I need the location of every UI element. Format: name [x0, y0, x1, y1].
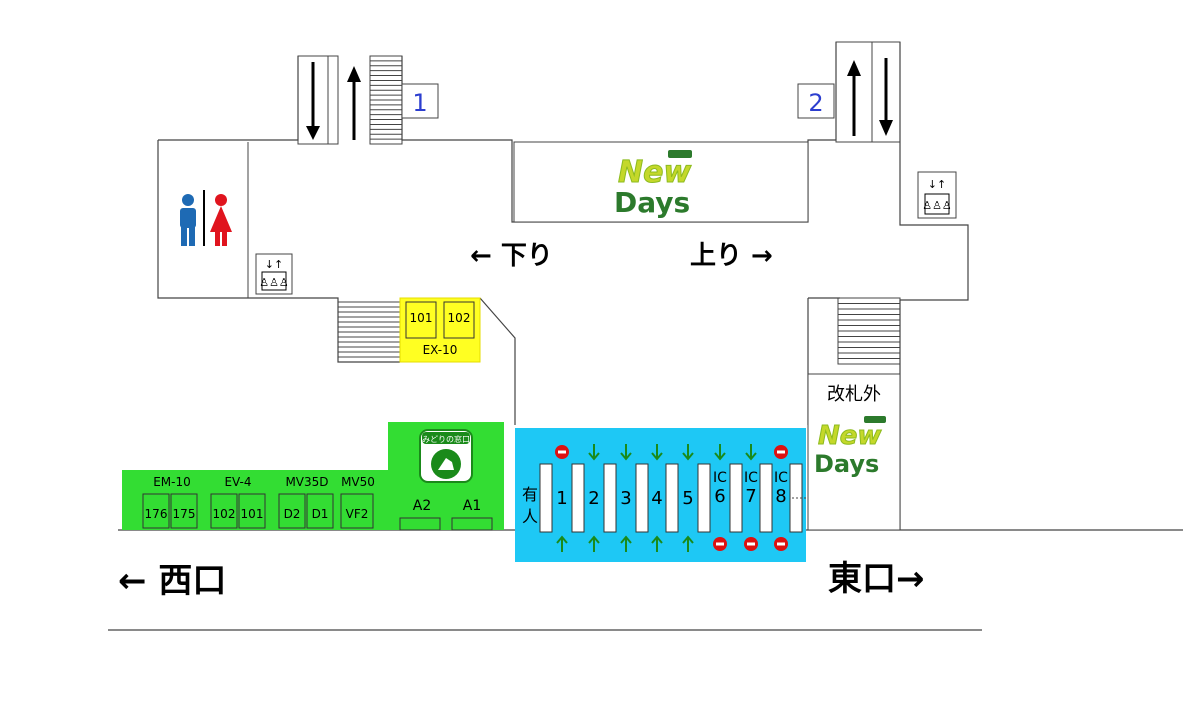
down-arrow-icon — [714, 444, 726, 461]
newdays-east-store — [807, 373, 901, 531]
newdays-logo-days: Days — [614, 186, 690, 219]
svg-text:♙♙♙: ♙♙♙ — [922, 199, 952, 212]
gate-number: 5 — [682, 488, 693, 509]
escalator-left — [297, 55, 361, 145]
gate-number: 4 — [651, 488, 662, 509]
machine-mv35d-label: MV35D — [285, 475, 328, 489]
ex10-unit-101: 101 — [410, 311, 433, 325]
gate-barrier — [697, 463, 711, 533]
machine-unit: D1 — [312, 507, 329, 521]
newdays-east-days: Days — [814, 450, 879, 478]
elevator-icon: ↓↑ ♙♙♙ — [917, 171, 957, 219]
down-arrow-icon — [588, 444, 600, 461]
gate-barrier — [603, 463, 617, 533]
escalator-down-arrow-icon — [306, 62, 320, 140]
machine-unit: D2 — [284, 507, 301, 521]
gate-number: 2 — [588, 488, 599, 509]
midori-window-a2: A2 — [413, 498, 431, 514]
elevator-icon: ↓↑ ♙♙♙ — [255, 253, 293, 295]
newdays-east-new: New — [818, 421, 882, 451]
gate-number: 3 — [620, 488, 631, 509]
stairs-icon — [369, 55, 403, 145]
midori-window-a1: A1 — [463, 498, 481, 514]
machine-unit: 175 — [173, 507, 196, 521]
ex10-title: EX-10 — [423, 343, 458, 357]
machine-unit: VF2 — [346, 507, 369, 521]
up-arrow-icon — [682, 535, 694, 552]
west-exit-label: ← 西口 — [118, 561, 226, 601]
svg-text:↓↑: ↓↑ — [265, 258, 283, 271]
gate-number: 6 — [714, 486, 725, 507]
escalator-right — [835, 41, 901, 143]
gate-barrier — [665, 463, 679, 533]
stairs-icon — [337, 301, 401, 363]
ex10-machine-area: 101 102 EX-10 — [399, 297, 481, 363]
train-icon — [668, 150, 692, 158]
up-arrow-icon — [588, 535, 600, 552]
escalator-down-arrow-icon — [879, 58, 893, 136]
down-arrow-icon — [620, 444, 632, 461]
exit-1-label: 1 — [412, 89, 427, 117]
midori-ticket-office: みどりの窓口 A2 A1 — [399, 429, 493, 531]
gate-number: 1 — [556, 488, 567, 509]
gate-ic-label: IC — [744, 470, 758, 486]
exit-2-sign — [797, 83, 835, 119]
escalator-up-arrow-icon — [347, 66, 361, 140]
escalator-up-arrow-icon — [847, 60, 861, 136]
east-exit-label: 東口→ — [828, 559, 925, 599]
newdays-logo: New Days — [614, 150, 692, 219]
staffed-gate-label-2: 人 — [522, 507, 538, 526]
gate-barrier — [571, 463, 585, 533]
machine-mv50-label: MV50 — [341, 475, 375, 489]
midori-label: みどりの窓口 — [422, 434, 470, 444]
exit-2-label: 2 — [808, 89, 823, 117]
toilet-icon — [180, 190, 232, 246]
newdays-top-store — [513, 141, 809, 223]
ex10-unit-102: 102 — [448, 311, 471, 325]
newdays-logo-new: New — [618, 155, 691, 190]
train-icon — [864, 416, 886, 423]
gate-ic-label: IC — [713, 470, 727, 486]
stairs-icon — [837, 297, 901, 365]
down-arrow-icon — [745, 444, 757, 461]
svg-text:♙♙♙: ♙♙♙ — [259, 276, 289, 289]
machine-unit: 101 — [241, 507, 264, 521]
direction-down: ← 下り — [470, 241, 553, 271]
direction-up: 上り → — [690, 241, 773, 271]
up-arrow-icon — [620, 535, 632, 552]
machine-unit: 176 — [145, 507, 168, 521]
gate-number: 8 — [775, 486, 786, 507]
gate-barrier — [635, 463, 649, 533]
down-arrow-icon — [682, 444, 694, 461]
machine-unit: 102 — [213, 507, 236, 521]
exit-1-sign — [401, 83, 439, 119]
staffed-gate-label-1: 有 — [522, 485, 538, 504]
gate-number: 7 — [745, 486, 756, 507]
machine-ev4-label: EV-4 — [224, 475, 251, 489]
machine-em10-label: EM-10 — [153, 475, 191, 489]
up-arrow-icon — [556, 535, 568, 552]
up-arrow-icon — [651, 535, 663, 552]
gate-barrier — [759, 463, 773, 533]
svg-text:↓↑: ↓↑ — [928, 178, 946, 191]
gate-ic-label: IC — [774, 470, 788, 486]
gate-barrier — [539, 463, 553, 533]
outside-gate-label: 改札外 — [827, 384, 881, 405]
gate-barrier — [729, 463, 743, 533]
down-arrow-icon — [651, 444, 663, 461]
